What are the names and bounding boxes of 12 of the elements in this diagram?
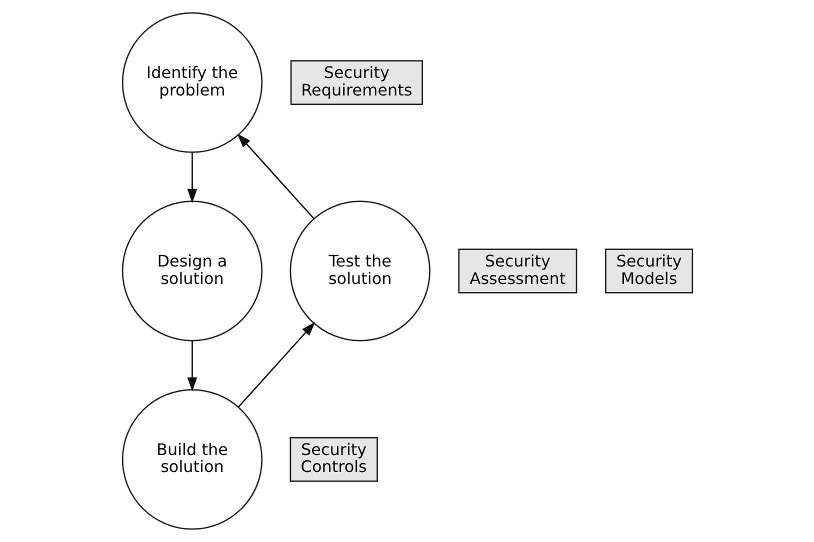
node-box: Security Assessment xyxy=(458,248,577,294)
node-circle: Build the solution xyxy=(121,389,262,530)
node-circle: Identify the problem xyxy=(121,12,262,153)
node-box: Security Models xyxy=(604,248,693,294)
arrow xyxy=(236,134,314,220)
node-circle: Design a solution xyxy=(121,200,262,342)
arrow xyxy=(237,322,315,408)
arrow xyxy=(186,340,197,392)
node-circle: Test the solution xyxy=(289,200,430,342)
arrow xyxy=(186,152,197,204)
node-box: Security Requirements xyxy=(290,60,423,105)
node-box: Security Controls xyxy=(289,437,378,482)
